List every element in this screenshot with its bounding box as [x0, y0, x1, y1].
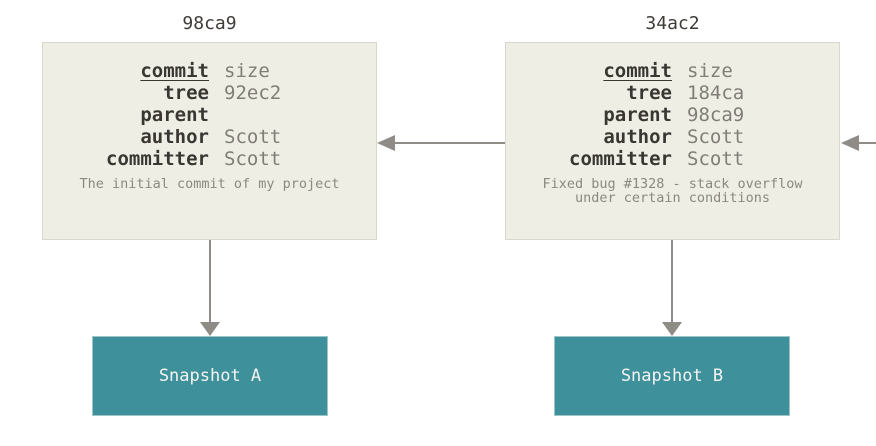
- commit-hash-34ac2: 34ac2: [645, 13, 700, 34]
- arrow-line: [671, 240, 673, 324]
- arrowhead-down-icon: [662, 322, 682, 336]
- field-row-commit: commit size: [43, 60, 376, 82]
- arrowhead-left-icon: [841, 135, 859, 151]
- commit-box-34ac2: commit size tree 184ca parent 98ca9 auth…: [505, 42, 840, 240]
- field-label: author: [140, 126, 209, 148]
- commit-message-line: Fixed bug #1328 - stack overflow: [542, 176, 803, 192]
- field-label: author: [603, 126, 672, 148]
- field-value: 184ca: [687, 82, 745, 104]
- arrowhead-left-icon: [377, 135, 395, 151]
- field-label: parent: [603, 104, 672, 126]
- snapshot-a-box: Snapshot A: [92, 336, 328, 416]
- field-row-author: author Scott: [43, 126, 376, 148]
- field-row-parent: parent: [43, 104, 376, 126]
- arrow-line: [209, 240, 211, 324]
- field-row-parent: parent 98ca9: [506, 104, 839, 126]
- commit-message-line: The initial commit of my project: [79, 176, 340, 192]
- field-value: Scott: [224, 126, 282, 148]
- commit-fields: commit size tree 92ec2 parent author Sco…: [43, 60, 376, 170]
- field-label: committer: [106, 148, 209, 170]
- snapshot-b-label: Snapshot B: [620, 366, 724, 386]
- field-value: size: [687, 60, 733, 82]
- field-label: tree: [626, 82, 672, 104]
- field-row-tree: tree 92ec2: [43, 82, 376, 104]
- snapshot-b-box: Snapshot B: [554, 336, 790, 416]
- field-row-commit: commit size: [506, 60, 839, 82]
- field-row-tree: tree 184ca: [506, 82, 839, 104]
- field-value: 92ec2: [224, 82, 282, 104]
- commit-hash-98ca9: 98ca9: [182, 13, 237, 34]
- arrow-line: [393, 142, 505, 144]
- commit-box-98ca9: commit size tree 92ec2 parent author Sco…: [42, 42, 377, 240]
- field-value: Scott: [224, 148, 282, 170]
- arrowhead-down-icon: [200, 322, 220, 336]
- field-value: size: [224, 60, 270, 82]
- field-row-committer: committer Scott: [43, 148, 376, 170]
- commit-fields: commit size tree 184ca parent 98ca9 auth…: [506, 60, 839, 170]
- field-label: tree: [163, 82, 209, 104]
- arrow-line: [857, 142, 876, 144]
- field-row-author: author Scott: [506, 126, 839, 148]
- field-label: parent: [140, 104, 209, 126]
- field-value: Scott: [687, 126, 745, 148]
- field-label: committer: [569, 148, 672, 170]
- field-value: 98ca9: [687, 104, 745, 126]
- field-label: commit: [603, 60, 672, 82]
- field-value: Scott: [687, 148, 745, 170]
- field-label: commit: [140, 60, 209, 82]
- commit-message: The initial commit of my project: [43, 177, 376, 191]
- commit-message-line: under certain conditions: [574, 190, 771, 206]
- field-row-committer: committer Scott: [506, 148, 839, 170]
- snapshot-a-label: Snapshot A: [158, 366, 262, 386]
- commit-message: Fixed bug #1328 - stack overflow under c…: [506, 177, 839, 205]
